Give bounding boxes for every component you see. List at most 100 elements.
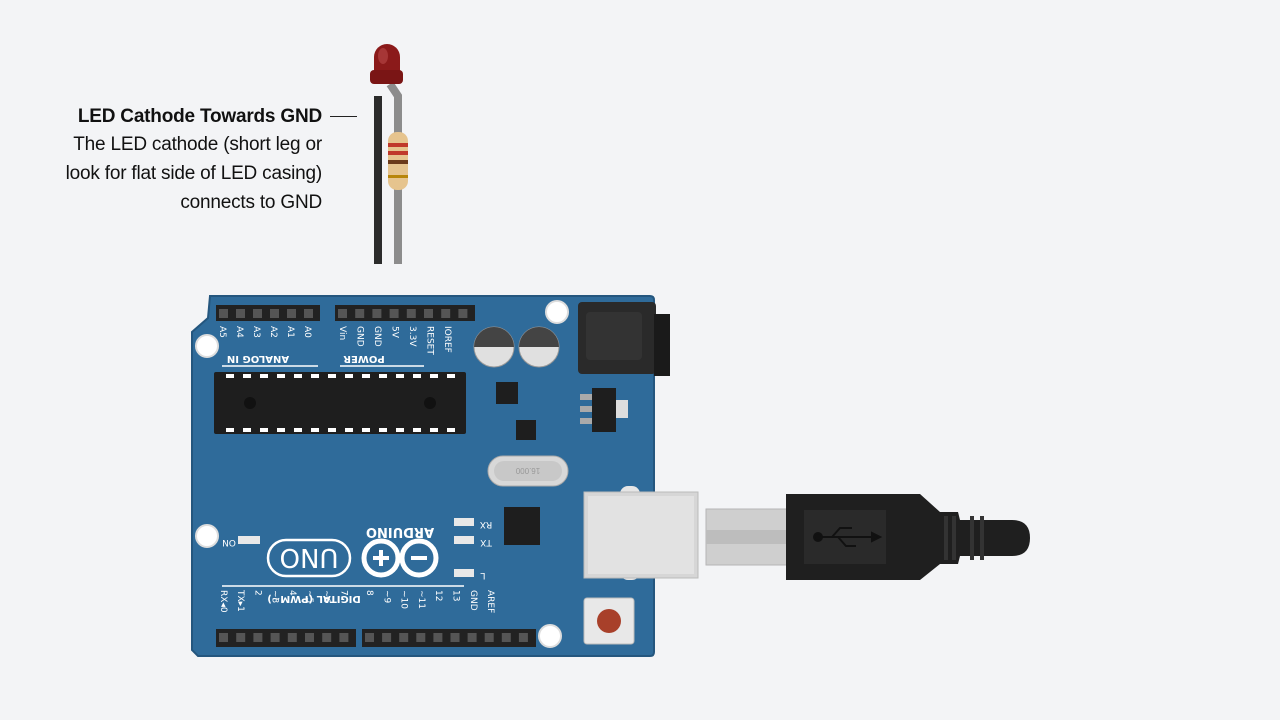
svg-text:UNO: UNO [280,542,339,572]
analog-pin-label: A1 [285,326,295,338]
mount-hole [195,524,219,548]
callout-line: The LED cathode (short leg or [73,134,322,155]
power-pin-label: IOREF [442,326,452,353]
digital-pin-label: ~10 [399,590,409,609]
digital-pin-label: 2 [252,590,262,596]
label-analog-in: ANALOG IN [227,353,289,364]
header-digital-low [216,629,356,647]
led-assembly [370,44,408,264]
mount-hole [545,300,569,324]
header-hole [484,633,494,642]
header-hole [399,633,409,642]
capacitor [473,326,560,368]
header-hole [355,309,365,318]
header-hole [501,633,511,642]
digital-pin-label: ~6 [321,590,331,604]
power-pin-label: 3.3V [407,326,417,347]
header-power [335,305,475,321]
usb-icon [813,527,883,547]
small-ic [504,507,540,545]
power-pin-label: GND [355,326,365,347]
led-red [370,44,403,84]
svg-text:ARDUINO: ARDUINO [366,524,434,539]
analog-pin-label: A3 [251,326,261,338]
digital-pin-label: ~11 [416,590,426,609]
crystal: 16.000 [487,455,569,487]
label-led-l: L [480,570,485,580]
header-hole [441,309,451,318]
digital-pin-label: ~5 [304,590,314,603]
power-pin-label: Vin [337,326,347,340]
digital-pin-label: AREF [485,590,495,613]
label-power: POWER [343,353,385,364]
usb-cable [705,494,1030,580]
resistor [388,132,408,190]
power-pin-label: RESET [425,326,435,355]
header-hole [416,633,426,642]
digital-pin-label: 13 [451,590,461,601]
header-hole [339,633,349,642]
header-hole [270,633,280,642]
header-hole [365,633,374,642]
header-hole [518,633,528,642]
small-ic [516,420,536,440]
label-led-on: ON [222,537,236,547]
uno-logo: UNO [266,538,352,578]
digital-pin-label: ~9 [381,590,391,604]
header-hole [372,309,382,318]
header-hole [305,633,314,642]
callout-leader-line [330,116,357,117]
digital-pin-label: ~3 [270,590,280,603]
label-led-tx: TX [480,537,493,547]
small-ic [496,382,518,404]
atmega-chip [214,372,466,434]
arduino-logo: ARDUINO [361,524,439,578]
digital-pin-label: 8 [364,590,374,596]
header-hole [424,309,433,318]
analog-pin-label: A5 [217,326,227,338]
header-hole [406,309,416,318]
callout-line: connects to GND [180,192,322,213]
header-hole [287,309,296,318]
header-hole [433,633,443,642]
header-hole [236,309,245,318]
header-hole [287,633,297,642]
gray-wire [386,81,402,264]
digital-pin-label: 4 [287,590,297,596]
mount-hole [538,624,562,648]
header-hole [253,309,262,318]
header-hole [338,309,347,318]
header-hole [450,633,460,642]
callout-line: look for flat side of LED casing) [65,163,323,184]
usb-socket [583,486,699,580]
label-led-rx: RX [480,519,492,529]
board-leds [238,518,474,577]
header-hole [389,309,399,318]
analog-pin-label: A0 [302,326,312,338]
power-pin-label: GND [372,326,382,347]
analog-pin-label: A2 [268,326,278,338]
header-hole [304,309,313,318]
digital-pin-label: 7 [338,590,348,596]
reset-button[interactable] [583,597,635,645]
header-hole [270,309,279,318]
voltage-regulator [580,388,628,432]
digital-pin-label: RX◂0 [218,590,228,613]
header-hole [322,633,332,642]
header-hole [382,633,392,642]
callout-title: LED Cathode Towards GND [77,106,322,127]
header-hole [467,633,477,642]
header-hole [253,633,263,642]
digital-pin-label: TX▸1 [235,589,245,612]
digital-pin-label: 12 [433,590,443,601]
header-hole [236,633,246,642]
svg-text:16.000: 16.000 [515,466,540,475]
header-holes [219,309,528,642]
callout-annotation: LED Cathode Towards GND The LED cathode … [65,104,323,217]
header-hole [219,633,228,642]
analog-pin-label: A4 [234,326,244,338]
arduino-uno-board: 16.000 UNO [191,295,699,657]
digital-pin-label: GND [468,590,478,611]
